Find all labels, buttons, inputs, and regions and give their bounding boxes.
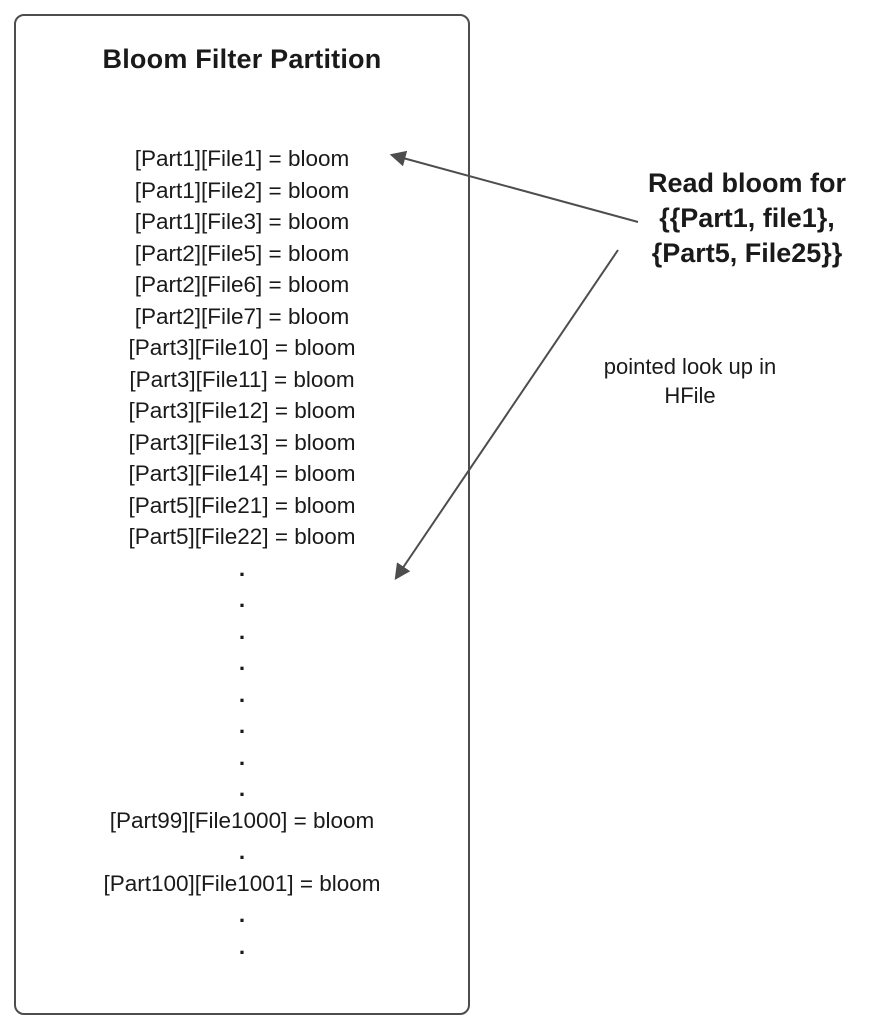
read-bloom-line-1: Read bloom for: [647, 168, 846, 198]
ellipsis-dot: .: [238, 744, 246, 770]
ellipsis-dot: .: [238, 618, 246, 644]
ellipsis-dot: .: [238, 933, 246, 959]
bloom-entry: [Part2][File6] = bloom: [134, 272, 350, 297]
ellipsis-dot: .: [238, 902, 246, 927]
bloom-entry: [Part3][File13] = bloom: [128, 429, 356, 455]
pointed-lookup-line-1: pointed look up in: [603, 354, 777, 379]
bloom-entry: [Part3][File11] = bloom: [129, 366, 355, 392]
bloom-entry-part100: [Part100][File1001] = bloom: [103, 870, 381, 896]
bloom-entry: [Part1][File1] = bloom: [134, 146, 350, 171]
partition-box-title: Bloom Filter Partition: [102, 44, 382, 74]
ellipsis-dot: .: [238, 776, 246, 801]
ellipsis-dot: .: [238, 587, 246, 612]
pointed-lookup-annotation: pointed look up in HFile: [585, 352, 795, 410]
read-bloom-annotation: Read bloom for {{Part1, file1}, {Part5, …: [610, 166, 884, 271]
pointed-lookup-line-2: HFile: [664, 383, 716, 408]
bloom-entry: [Part3][File10] = bloom: [128, 335, 356, 360]
ellipsis-dot: .: [238, 555, 246, 581]
read-bloom-line-3: {Part5, File25}}: [651, 238, 843, 268]
ellipsis-dot: .: [238, 839, 246, 864]
ellipsis-dot: .: [238, 650, 246, 675]
bloom-entry-list: [Part1][File1] = bloom [Part1][File2] = …: [16, 143, 468, 962]
bloom-entry: [Part3][File12] = bloom: [128, 398, 356, 423]
bloom-filter-partition-box: Bloom Filter Partition [Part1][File1] = …: [14, 14, 470, 1015]
bloom-entry: [Part1][File3] = bloom: [134, 209, 350, 234]
bloom-entry: [Part2][File7] = bloom: [134, 303, 350, 329]
ellipsis-dot: .: [238, 713, 246, 738]
bloom-entry: [Part5][File21] = bloom: [128, 492, 356, 518]
bloom-entry-part99: [Part99][File1000] = bloom: [109, 807, 375, 833]
bloom-entry: [Part2][File5] = bloom: [134, 240, 350, 266]
bloom-entry: [Part3][File14] = bloom: [128, 461, 356, 486]
read-bloom-line-2: {{Part1, file1},: [659, 203, 835, 233]
bloom-entry: [Part1][File2] = bloom: [134, 177, 350, 203]
bloom-entry: [Part5][File22] = bloom: [128, 524, 356, 549]
ellipsis-dot: .: [238, 681, 246, 707]
